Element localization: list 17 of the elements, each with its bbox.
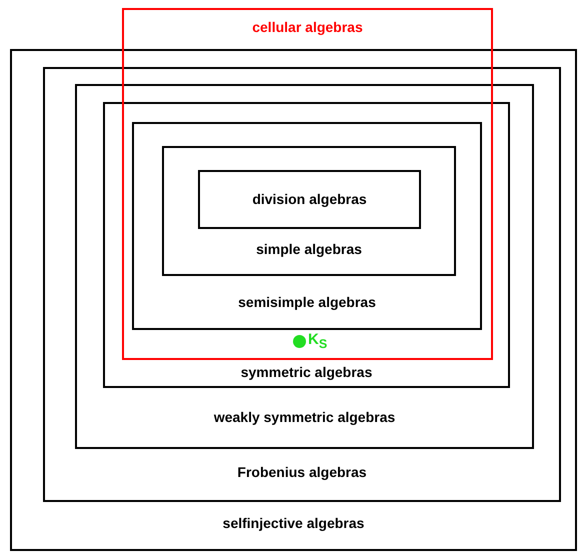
set-box (198, 170, 421, 229)
set-box (10, 49, 577, 551)
set-box (43, 67, 561, 502)
set-label: selfinjective algebras (222, 515, 364, 531)
set-label: Frobenius algebras (237, 464, 367, 480)
point-label: K$_{S}$ (308, 331, 328, 351)
set-label: cellular algebras (252, 19, 363, 35)
set-label: simple algebras (256, 241, 362, 257)
set-label: weakly symmetric algebras (214, 409, 396, 425)
set-box (75, 84, 534, 449)
set-box (132, 122, 482, 330)
set-label: semisimple algebras (238, 294, 376, 310)
set-label: symmetric algebras (240, 364, 372, 380)
set-box (103, 102, 510, 388)
set-box (122, 8, 493, 360)
set-box (162, 146, 456, 276)
set-label: division algebras (252, 191, 367, 207)
